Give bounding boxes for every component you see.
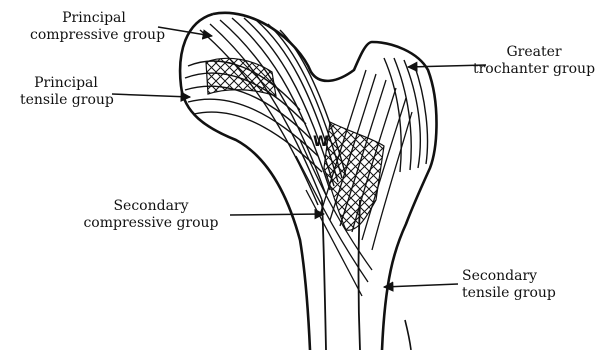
label-principal-compressive: Principal compressive group bbox=[30, 10, 158, 44]
arrow-principal-compressive bbox=[158, 27, 212, 36]
label-secondary-tensile-line2: tensile group bbox=[462, 285, 572, 302]
label-principal-tensile-line2: tensile group bbox=[20, 92, 112, 109]
central-crosshatch bbox=[324, 122, 384, 230]
label-secondary-compressive: Secondary compressive group bbox=[72, 198, 230, 232]
arrow-principal-tensile bbox=[112, 94, 190, 97]
label-principal-tensile: Principal tensile group bbox=[20, 75, 112, 109]
arrow-secondary-compressive bbox=[230, 214, 324, 215]
head-crosshatch bbox=[206, 58, 276, 96]
label-secondary-tensile-line1: Secondary bbox=[462, 268, 572, 285]
label-principal-compressive-line1: Principal bbox=[30, 10, 158, 27]
label-secondary-compressive-line2: compressive group bbox=[72, 215, 230, 232]
label-secondary-compressive-line1: Secondary bbox=[72, 198, 230, 215]
greater-trochanter-trabeculae bbox=[384, 58, 428, 172]
label-principal-tensile-line1: Principal bbox=[20, 75, 112, 92]
label-secondary-tensile: Secondary tensile group bbox=[462, 268, 572, 302]
label-principal-compressive-line2: compressive group bbox=[30, 27, 158, 44]
label-greater-trochanter: Greater trochanter group bbox=[470, 44, 598, 78]
label-greater-trochanter-line1: Greater bbox=[470, 44, 598, 61]
arrow-secondary-tensile bbox=[384, 284, 458, 287]
ward-triangle-marker: W bbox=[313, 134, 328, 151]
label-greater-trochanter-line2: trochanter group bbox=[470, 61, 598, 78]
